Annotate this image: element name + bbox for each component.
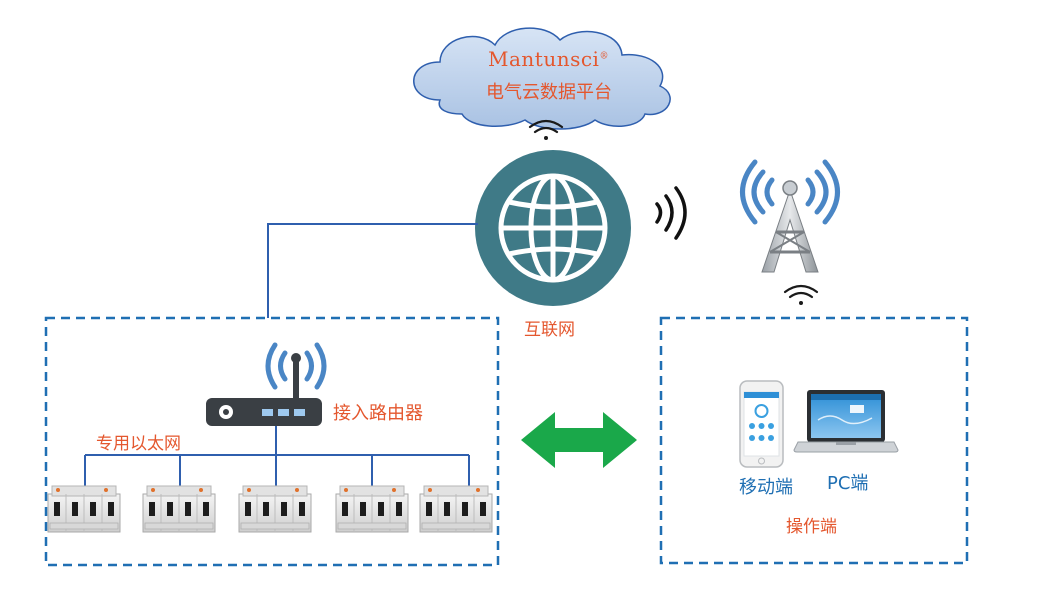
circuit-breaker-icon xyxy=(47,485,121,533)
circuit-breaker-icon xyxy=(335,485,409,533)
breaker-group xyxy=(47,485,493,533)
uplink-line xyxy=(267,223,478,318)
router-wifi-icon xyxy=(265,342,327,390)
internet-label: 互联网 xyxy=(524,320,575,340)
cell-tower-icon xyxy=(740,159,840,273)
router-icon xyxy=(206,353,322,426)
signal-waves-icon xyxy=(655,186,687,240)
circuit-breaker-icon xyxy=(142,485,216,533)
laptop-icon xyxy=(793,390,899,453)
globe-icon xyxy=(475,150,631,306)
wifi-icon xyxy=(783,284,819,305)
brand-name: Mantunsci xyxy=(488,47,600,71)
mobile-phone-icon xyxy=(739,380,784,468)
operator-terminal-box xyxy=(659,316,969,565)
cloud-platform-label: 电气云数据平台 xyxy=(486,82,612,103)
circuit-breaker-icon xyxy=(238,485,312,533)
ethernet-label: 专用以太网 xyxy=(96,434,181,454)
bidirectional-arrow-icon xyxy=(521,412,637,468)
operator-terminal-label: 操作端 xyxy=(786,517,837,537)
mobile-label: 移动端 xyxy=(739,477,793,498)
field-network-box xyxy=(44,316,500,567)
trademark-symbol: ® xyxy=(599,51,609,62)
cloud-icon xyxy=(413,27,671,130)
router-label: 接入路由器 xyxy=(333,403,423,424)
pc-label: PC端 xyxy=(827,473,869,494)
circuit-breaker-icon xyxy=(419,485,493,533)
wifi-icon xyxy=(528,119,564,140)
brand-logo-text: Mantunsci® xyxy=(488,47,609,71)
ethernet-bus xyxy=(84,426,470,486)
